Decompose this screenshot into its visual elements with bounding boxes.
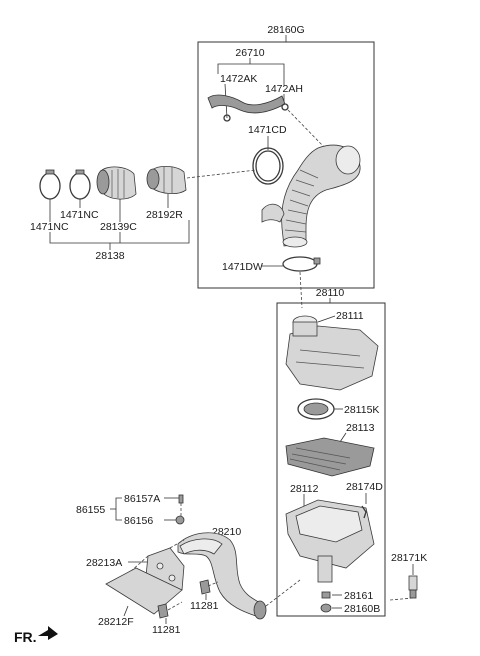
bolt-11281-b bbox=[157, 603, 169, 619]
clamp-1471nc-b bbox=[69, 172, 91, 200]
label-1472ah: 1472AH bbox=[265, 83, 303, 95]
dash-sensor bbox=[389, 597, 414, 601]
label-86155: 86155 bbox=[76, 504, 105, 516]
leader-26710 bbox=[217, 63, 285, 86]
clamp-1471dw-screw bbox=[313, 257, 321, 265]
cleaner-cover bbox=[285, 325, 379, 391]
hose-28192r-ribs bbox=[163, 167, 173, 193]
plate-28212f bbox=[105, 567, 183, 615]
hose-28192r-end bbox=[146, 168, 160, 190]
resonator-ribs bbox=[111, 169, 125, 198]
leader-28212f bbox=[123, 605, 129, 617]
label-86156: 86156 bbox=[124, 515, 153, 527]
cleaner-body-boss bbox=[317, 555, 333, 583]
filter-element bbox=[285, 437, 375, 477]
label-1471cd: 1471CD bbox=[248, 124, 287, 136]
group-box-28110 bbox=[276, 302, 386, 617]
label-28192r: 28192R bbox=[146, 209, 183, 221]
label-86157a: 86157A bbox=[124, 493, 160, 505]
label-28161: 28161 bbox=[344, 590, 373, 602]
dash-11281-b bbox=[167, 601, 183, 611]
bolt-28160b bbox=[320, 603, 332, 613]
label-1471nc-a: 1471NC bbox=[30, 221, 69, 233]
clamp-1472ak bbox=[223, 114, 231, 122]
label-28112: 28112 bbox=[290, 483, 319, 495]
label-1472ak: 1472AK bbox=[220, 73, 257, 85]
label-11281-b: 11281 bbox=[152, 624, 181, 636]
cover-inlet-neck bbox=[292, 321, 318, 337]
clamp-1471nc-b-screw bbox=[75, 169, 85, 175]
grommet-86157a bbox=[178, 494, 184, 504]
label-28110: 28110 bbox=[316, 287, 345, 299]
front-arrow-icon bbox=[38, 626, 58, 640]
intake-hose-branch bbox=[261, 203, 285, 223]
leader-28111 bbox=[317, 315, 336, 323]
sensor-28171k-tip bbox=[409, 589, 417, 599]
bracket-28213a-hole-b bbox=[168, 574, 176, 582]
label-28160g: 28160G bbox=[267, 24, 304, 36]
sensor-28171k bbox=[408, 575, 418, 591]
bracket-28213a-hole-a bbox=[156, 562, 164, 570]
label-28212f: 28212F bbox=[98, 616, 134, 628]
bolt-11281-a bbox=[199, 579, 211, 595]
label-28174d: 28174D bbox=[346, 481, 383, 493]
clamp-1471cd bbox=[252, 147, 284, 185]
resonator-28139c-end bbox=[96, 169, 110, 195]
bolt-28161 bbox=[321, 591, 331, 599]
dash-to-cleaner bbox=[299, 271, 303, 309]
seal-28115k-inner bbox=[303, 402, 329, 416]
breather-hose bbox=[207, 94, 286, 114]
dash-resonator-link bbox=[186, 169, 257, 179]
clip-28174d bbox=[361, 505, 367, 519]
grommet-86156 bbox=[175, 515, 185, 525]
label-1471nc-b: 1471NC bbox=[60, 209, 99, 221]
clamp-1471dw bbox=[282, 256, 318, 272]
label-26710: 26710 bbox=[235, 47, 264, 59]
dash-11281-a bbox=[207, 581, 219, 587]
hose-28192r bbox=[151, 166, 187, 194]
dash-breather bbox=[287, 109, 326, 149]
label-28171k: 28171K bbox=[391, 552, 427, 564]
bracket-28138 bbox=[49, 220, 190, 244]
label-1471dw: 1471DW bbox=[222, 261, 263, 273]
intake-hose-end bbox=[335, 145, 361, 175]
dash-28213a-b bbox=[169, 539, 185, 549]
cleaner-body-inner bbox=[295, 505, 363, 543]
label-11281-a: 11281 bbox=[190, 600, 219, 612]
label-28139c: 28139C bbox=[100, 221, 137, 233]
dash-duct bbox=[265, 579, 301, 607]
front-indicator-label: FR. bbox=[14, 629, 37, 645]
label-28160b: 28160B bbox=[344, 603, 380, 615]
clamp-1471nc-a-screw bbox=[45, 169, 55, 175]
label-28213a: 28213A bbox=[86, 557, 122, 569]
label-28113: 28113 bbox=[346, 422, 375, 434]
intake-hose-ribs bbox=[284, 169, 319, 233]
clamp-1472ah bbox=[281, 103, 289, 111]
label-28111: 28111 bbox=[336, 310, 364, 322]
clamp-1471nc-a bbox=[39, 172, 61, 200]
label-28138: 28138 bbox=[95, 250, 124, 262]
label-28115k: 28115K bbox=[344, 404, 379, 416]
duct-outlet bbox=[253, 600, 267, 620]
filter-pleats bbox=[289, 447, 351, 471]
intake-hose-bottom bbox=[282, 236, 308, 248]
leader-28113 bbox=[339, 432, 347, 443]
clamp-1471cd-inner bbox=[255, 150, 281, 182]
duct-top-face bbox=[179, 538, 223, 555]
bracket-86155 bbox=[115, 497, 122, 521]
cover-ribs bbox=[295, 349, 365, 369]
